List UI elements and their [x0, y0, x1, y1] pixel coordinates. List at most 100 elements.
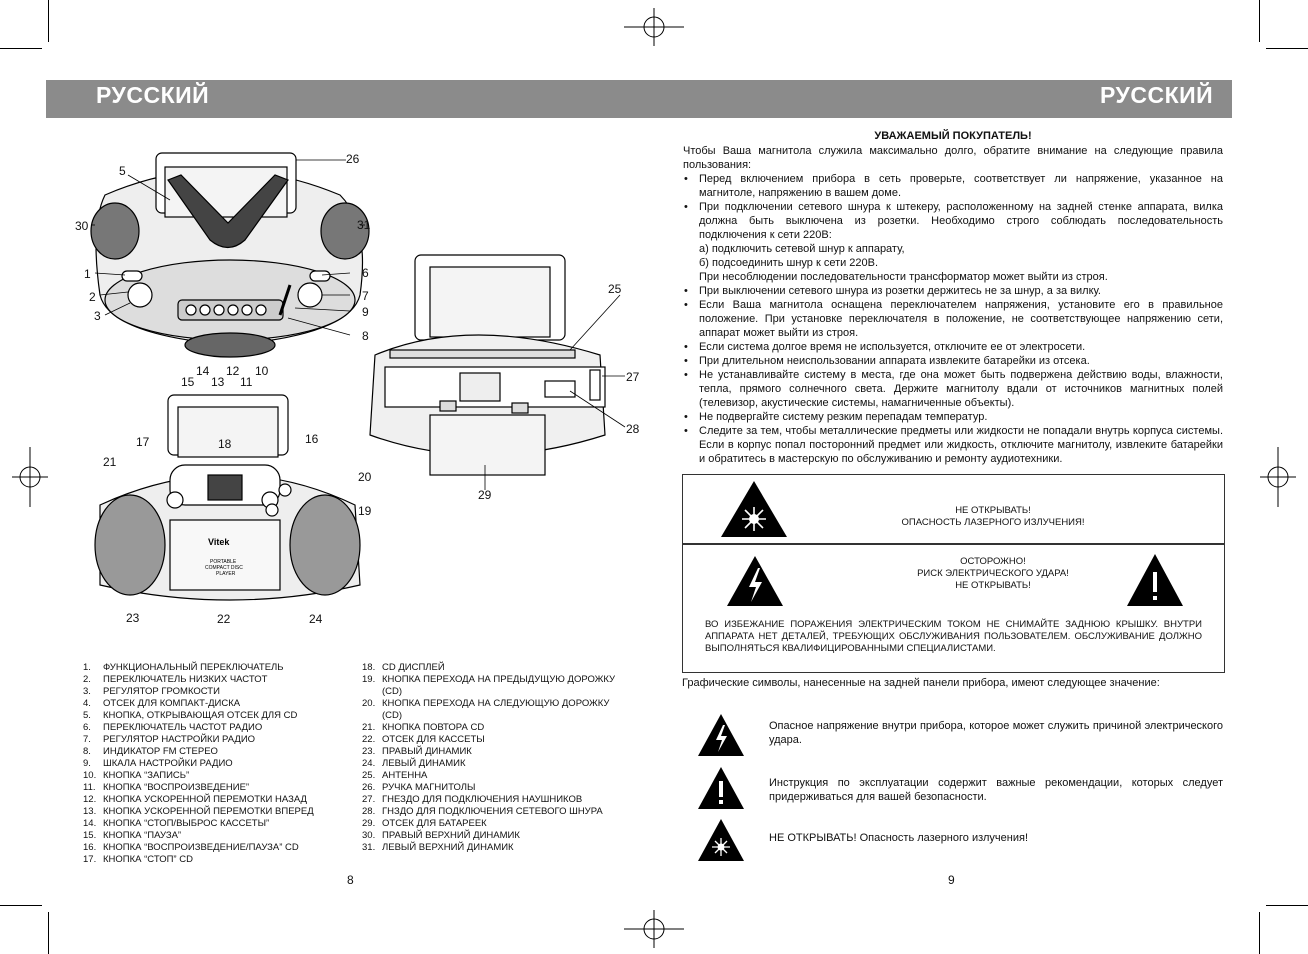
lightning-icon — [727, 556, 783, 606]
callout-11: 11 — [240, 375, 253, 389]
legend-item: 6.ПЕРЕКЛЮЧАТЕЛЬ ЧАСТОТ РАДИО — [83, 722, 343, 734]
legend-item: 1.ФУНКЦИОНАЛЬНЫЙ ПЕРЕКЛЮЧАТЕЛЬ — [83, 662, 343, 674]
legend-item-label: КНОПКА ПОВТОРА CD — [382, 722, 485, 733]
legend-item: 20.КНОПКА ПЕРЕХОДА НА СЛЕДУЮЩУЮ ДОРОЖКУ … — [362, 698, 624, 722]
legend-item: 4. ОТСЕК ДЛЯ КОМПАКТ-ДИСКА — [83, 698, 343, 710]
legend-item: 19.КНОПКА ПЕРЕХОДА НА ПРЕДЫДУЩУЮ ДОРОЖКУ… — [362, 674, 624, 698]
safety-instructions: УВАЖАЕМЫЙ ПОКУПАТЕЛЬ! Чтобы Ваша магнито… — [683, 129, 1223, 466]
legend-item: 3. РЕГУЛЯТОР ГРОМКОСТИ — [83, 686, 343, 698]
callout-22: 22 — [217, 612, 231, 626]
legend-item: 8.ИНДИКАТОР FM СТЕРЕО — [83, 746, 343, 758]
legend-item-label: РЕГУЛЯТОР ГРОМКОСТИ — [103, 686, 220, 697]
legend-item: 12.КНОПКА УСКОРЕННОЙ ПЕРЕМОТКИ НАЗАД — [83, 794, 343, 806]
legend-item-label: КНОПКА “СТОП” CD — [103, 854, 193, 865]
legend-item-label: ПЕРЕКЛЮЧАТЕЛЬ ЧАСТОТ РАДИО — [103, 722, 263, 733]
panel-text-1: PORTABLE — [210, 559, 237, 565]
callout-13: 13 — [211, 375, 225, 389]
legend-item: 22. ОТСЕК ДЛЯ КАССЕТЫ — [362, 734, 624, 746]
panel-text-3: PLAYER — [216, 571, 236, 577]
page-number-left: 8 — [347, 873, 354, 887]
legend-item-label: CD ДИСПЛЕЙ — [382, 662, 445, 673]
legend-item-label: АНТЕННА — [382, 770, 428, 781]
legend-item: 31.ЛЕВЫЙ ВЕРХНИЙ ДИНАМИК — [362, 842, 624, 854]
legend-item-label: ПЕРЕКЛЮЧАТЕЛЬ НИЗКИХ ЧАСТОТ — [103, 674, 268, 685]
legend-item-number: 14. — [83, 818, 97, 829]
callout-5: 5 — [119, 164, 126, 178]
exclamation-icon — [698, 767, 744, 809]
list-item: При выключении сетевого шнура из розетки… — [683, 284, 1223, 298]
list-item: Не устанавливайте систему в места, где о… — [683, 368, 1223, 410]
legend-item-label: КНОПКА УСКОРЕННОЙ ПЕРЕМОТКИ НАЗАД — [103, 794, 307, 805]
legend-item-number: 13. — [83, 806, 97, 817]
legend-item: 2.ПЕРЕКЛЮЧАТЕЛЬ НИЗКИХ ЧАСТОТ — [83, 674, 343, 686]
callout-1: 1 — [84, 267, 91, 281]
callout-25: 25 — [608, 282, 622, 296]
legend-item-label: ЛЕВЫЙ ДИНАМИК — [382, 758, 466, 769]
callout-7: 7 — [362, 289, 369, 303]
laser-warning-text: НЕ ОТКРЫВАТЬ! ОПАСНОСТЬ ЛАЗЕРНОГО ИЗЛУЧЕ… — [843, 505, 1143, 529]
list-item: Следите за тем, чтобы металлические пред… — [683, 424, 1223, 466]
legend-item-number: 7. — [83, 734, 91, 745]
legend-item-label: КНОПКА “ПАУЗА” — [103, 830, 182, 841]
legend-item-label: ЛЕВЫЙ ВЕРХНИЙ ДИНАМИК — [382, 842, 514, 853]
legend-item-label: КНОПКА ПЕРЕХОДА НА СЛЕДУЮЩУЮ ДОРОЖКУ (CD… — [382, 698, 610, 721]
symbol-3-desc: НЕ ОТКРЫВАТЬ! Опасность лазерного излуче… — [769, 832, 1029, 844]
callout-14: 14 — [196, 364, 210, 378]
legend-item-label: КНОПКА “ВОСПРОИЗВЕДЕНИЕ” — [103, 782, 250, 793]
callout-3: 3 — [94, 309, 101, 323]
list-item-text: При подключении сетевого шнура к штекеру… — [699, 201, 1223, 241]
legend-item-label: ПРАВЫЙ ДИНАМИК — [382, 746, 472, 757]
callout-20: 20 — [358, 470, 372, 484]
callout-24: 24 — [309, 612, 323, 626]
shock-warning-text: ВО ИЗБЕЖАНИЕ ПОРАЖЕНИЯ ЭЛЕКТРИЧЕСКИМ ТОК… — [705, 619, 1202, 654]
instructions-heading: УВАЖАЕМЫЙ ПОКУПАТЕЛЬ! — [874, 130, 1032, 142]
legend-item-label: ОТСЕК ДЛЯ КОМПАКТ-ДИСКА — [103, 698, 241, 709]
shock-warning-box: ОСТОРОЖНО! РИСК ЭЛЕКТРИЧЕСКОГО УДАРА! НЕ… — [682, 543, 1225, 673]
callout-9: 9 — [362, 305, 369, 319]
lightning-icon — [698, 714, 744, 756]
legend-item-number: 18. — [362, 662, 376, 673]
laser-warning-box: НЕ ОТКРЫВАТЬ! ОПАСНОСТЬ ЛАЗЕРНОГО ИЗЛУЧЕ… — [682, 474, 1225, 545]
callout-30: 30 — [75, 219, 89, 233]
legend-item: 14. КНОПКА “СТОП/ВЫБРОС КАССЕТЫ” — [83, 818, 343, 830]
legend-item: 25.АНТЕННА — [362, 770, 624, 782]
page-number-right: 9 — [948, 873, 955, 887]
legend-item: 30.ПРАВЫЙ ВЕРХНИЙ ДИНАМИК — [362, 830, 624, 842]
callout-18: 18 — [218, 437, 232, 451]
legend-item-number: 24. — [362, 758, 376, 769]
legend-item-number: 22. — [362, 734, 376, 745]
legend-item-number: 23. — [362, 746, 376, 757]
instructions-list: Перед включением прибора в сеть проверьт… — [683, 172, 1223, 466]
symbol-1-desc: Опасное напряжение внутри прибора, котор… — [769, 720, 1223, 746]
page-title-left: РУССКИЙ — [96, 82, 210, 108]
instructions-intro: Чтобы Ваша магнитола служила максимально… — [683, 145, 1223, 171]
panel-text-2: COMPACT DISC — [205, 565, 243, 571]
legend-item-number: 26. — [362, 782, 376, 793]
device-diagram: Vitek PORTABLE COMPACT DISC PLAYER — [90, 152, 626, 601]
legend-item-number: 16. — [83, 842, 97, 853]
legend-item-label: КНОПКА “ЗАПИСЬ” — [103, 770, 190, 781]
legend-item-label: ГНЗДО ДЛЯ ПОДКЛЮЧЕНИЯ СЕТЕВОГО ШНУРА — [382, 806, 603, 817]
list-item: Если система долгое время не используетс… — [683, 340, 1223, 354]
legend-item: 10.КНОПКА “ЗАПИСЬ” — [83, 770, 343, 782]
symbols-intro: Графические символы, нанесенные на задне… — [682, 677, 1160, 689]
legend-item: 13.КНОПКА УСКОРЕННОЙ ПЕРЕМОТКИ ВПЕРЕД — [83, 806, 343, 818]
caution-text: ОСТОРОЖНО! РИСК ЭЛЕКТРИЧЕСКОГО УДАРА! НЕ… — [853, 556, 1133, 592]
legend-item-number: 4. — [83, 698, 91, 709]
legend-item-label: РУЧКА МАГНИТОЛЫ — [382, 782, 476, 793]
caution-line-1: ОСТОРОЖНО! — [960, 556, 1026, 567]
legend-item-label: КНОПКА “СТОП/ВЫБРОС КАССЕТЫ” — [103, 818, 270, 829]
legend-item-label: КНОПКА “ВОСПРОИЗВЕДЕНИЕ/ПАУЗА” CD — [103, 842, 299, 853]
legend-item: 9.ШКАЛА НАСТРОЙКИ РАДИО — [83, 758, 343, 770]
legend-item-number: 3. — [83, 686, 91, 697]
callout-17: 17 — [136, 435, 150, 449]
list-item: Если Ваша магнитола оснащена переключате… — [683, 298, 1223, 340]
legend-item-number: 29. — [362, 818, 376, 829]
legend-item-number: 1. — [83, 662, 91, 673]
header-band-left — [46, 80, 653, 118]
legend-item: 16. КНОПКА “ВОСПРОИЗВЕДЕНИЕ/ПАУЗА” CD — [83, 842, 343, 854]
legend-item-label: ОТСЕК ДЛЯ КАССЕТЫ — [382, 734, 485, 745]
legend-item-number: 30. — [362, 830, 376, 841]
callout-19: 19 — [358, 504, 372, 518]
